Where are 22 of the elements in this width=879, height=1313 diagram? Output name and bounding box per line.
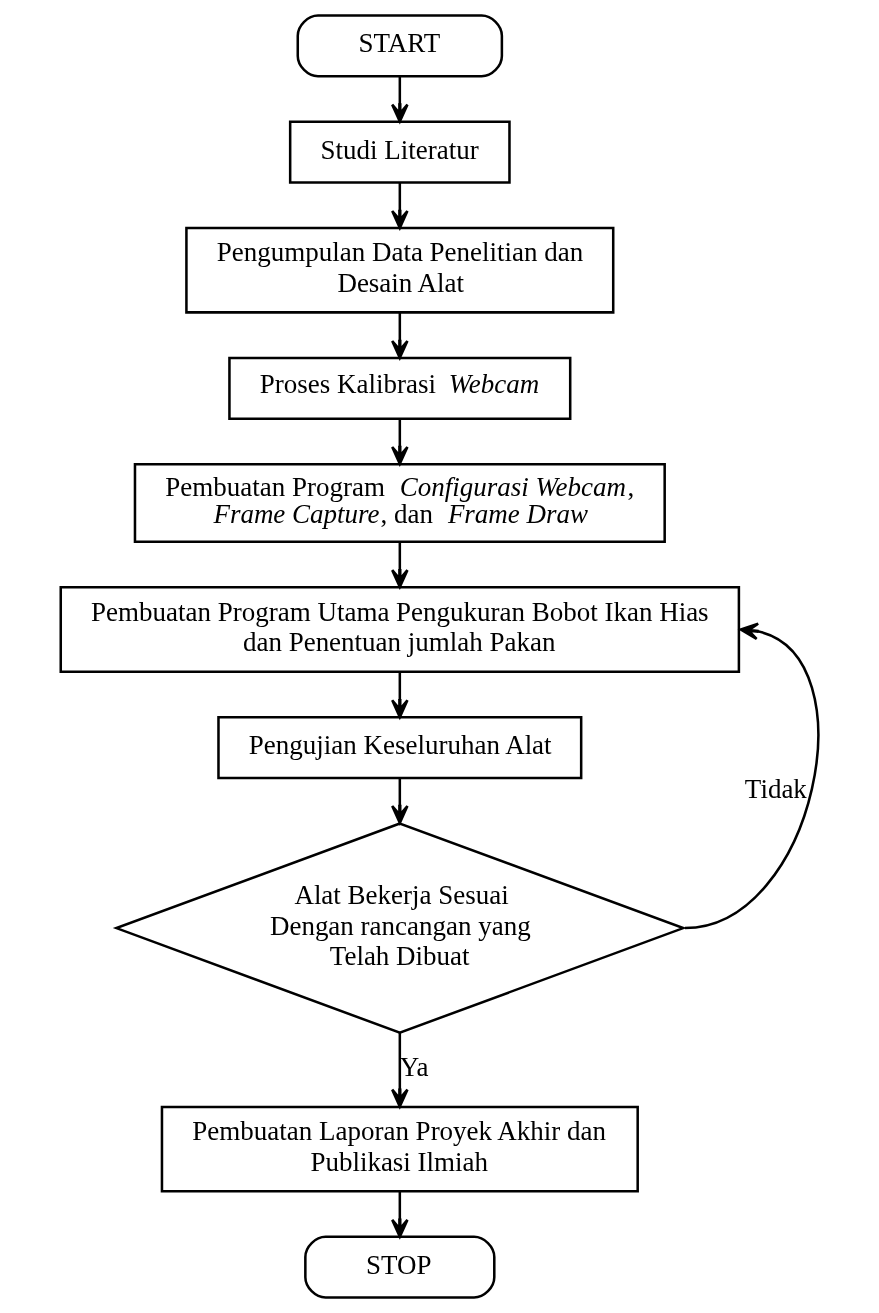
node-box: Proses Kalibrasi Webcam [228, 356, 572, 420]
node-diamond: Alat Bekerja Sesuai Dengan rancangan yang Telah Dibuat [112, 822, 687, 1035]
arrow [390, 419, 409, 466]
arrow [390, 182, 409, 230]
node-box: Pengujian Keseluruhan Alat [217, 715, 583, 780]
node-box: STOP [304, 1235, 496, 1299]
node-box: Pembuatan Laporan Proyek Akhir dan Publikasi Ilmiah [160, 1105, 639, 1193]
node-box: Pembuatan Program Configurasi Webcam, Frame Capture, dan Frame Draw [133, 462, 666, 544]
arrow [390, 778, 409, 825]
arrow [390, 542, 409, 589]
arrow [390, 76, 409, 123]
arrow [390, 1032, 409, 1108]
arrow [684, 622, 819, 930]
node-box: Pengumpulan Data Penelitian dan Desain Alat [185, 226, 615, 314]
node-box: Pembuatan Program Utama Pengukuran Bobot Ikan Hias dan Penentuan jumlah Pakan [59, 586, 741, 673]
edge-label: Ya [399, 1052, 429, 1083]
node-box: Studi Literatur [288, 120, 511, 184]
node-box: START [296, 14, 504, 78]
edge-label: Tidak [744, 774, 807, 805]
arrow [390, 312, 409, 360]
arrow [390, 671, 409, 719]
arrow [390, 1191, 409, 1238]
